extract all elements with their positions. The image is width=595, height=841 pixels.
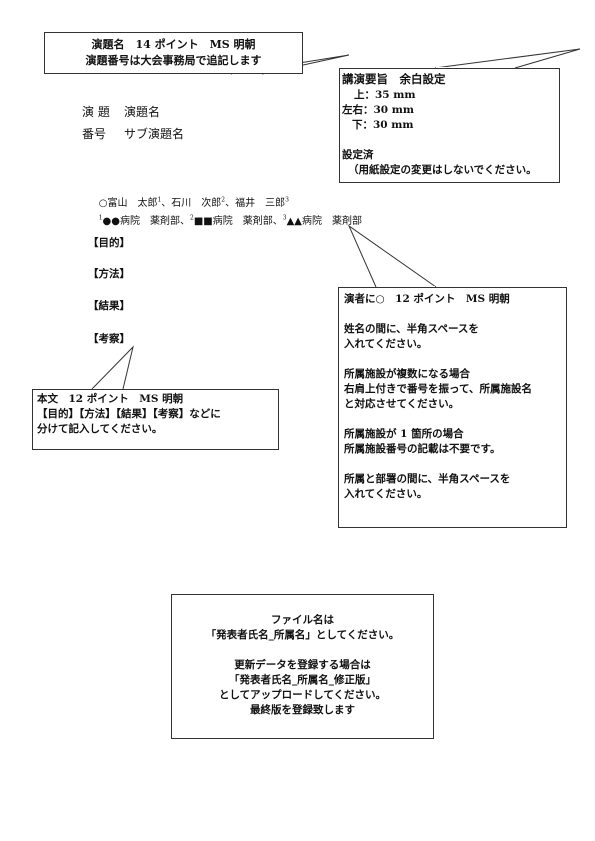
spacer [344,457,566,472]
author-sep: 、 [225,198,236,209]
callout-line: 入れてください。 [344,488,428,500]
callout-line: 入れてください。 [344,338,428,350]
callout-line: ファイル名は [271,614,334,626]
author-callout: 演者に○ 12 ポイント MS 明朝 姓名の間に、半角スペースを 入れてください… [338,287,567,528]
title-label: 演 題 [82,105,110,119]
author-sup: 2 [221,196,226,204]
author-callout-tail [347,224,437,288]
callout-line: 所属施設が複数になる場合 [344,368,470,380]
body-callout: 本文 12 ポイント MS 明朝 【目的】【方法】【結果】【考察】などに 分けて… [32,389,279,450]
callout-line: 「発表者氏名_所属名_修正版」 [229,674,376,686]
callout-line: 更新データを登録する場合は [234,659,371,671]
affiliation-sep: 、 [272,216,283,227]
affiliation-sup: 2 [190,214,194,222]
spacer [172,643,433,658]
callout-line: 演題番号は大会事務局で追記します [85,54,262,67]
callout-line: と対応させてください。 [344,398,460,410]
author-sup: 1 [157,196,162,204]
section-heading-purpose: 【目的】 [88,237,130,249]
callout-line: 右肩上付きで番号を振って、所属施設名 [344,383,532,395]
callout-line: としてアップロードしてください。 [218,689,387,701]
section-heading-discussion: 【考察】 [88,333,130,345]
affiliation-name: ●●病院 薬剤部 [102,216,180,227]
margin-done: 設定済 [342,149,374,161]
callout-line: 所属施設番号の記載は不要です。 [344,443,501,455]
affiliation-sup: 1 [98,214,103,222]
author-name: 福井 三郎 [235,198,286,209]
callout-line: 所属と部署の間に、半角スペースを [344,473,511,485]
affiliation-name: ▲▲病院 薬剤部 [286,216,362,227]
margin-heading: 講演要旨 余白設定 [342,72,446,86]
section-heading-method: 【方法】 [88,268,130,280]
subtitle-value: サブ演題名 [124,127,185,141]
spacer [344,352,566,367]
margin-callout-tail [434,48,581,69]
callout-line: 演題名 14 ポイント MS 明朝 [91,38,256,51]
callout-line: 所属施設が 1 箇所の場合 [344,428,464,440]
margin-bottom: 下：30 mm [352,119,414,131]
author-list: ○富山 太郎1、石川 次郎2、福井 三郎3 [86,183,289,220]
callout-line: 演者に○ 12 ポイント MS 明朝 [344,293,510,305]
body-callout-tail [91,345,134,390]
callout-line: 姓名の間に、半角スペースを [344,323,479,335]
title-callout: 演題名 14 ポイント MS 明朝 演題番号は大会事務局で追記します [44,32,303,74]
author-sup: 3 [285,196,289,204]
margin-callout: 講演要旨 余白設定 上：35 mm 左右：30 mm 下：30 mm 設定済 （… [339,68,560,183]
number-label: 番号 [82,127,107,141]
margin-note: （用紙設定の変更はしないでください。 [348,164,537,176]
callout-line: 分けて記入してください。 [37,423,163,435]
spacer [344,412,566,427]
callout-line: 【目的】【方法】【結果】【考察】などに [37,408,221,420]
callout-line: 本文 12 ポイント MS 明朝 [37,393,184,405]
affiliation-sep: 、 [180,216,190,227]
affiliation-sup: 3 [282,214,287,222]
spacer [344,307,566,322]
margin-top: 上：35 mm [354,89,416,101]
margin-sides: 左右：30 mm [342,104,414,116]
author-name: 石川 次郎 [171,198,222,209]
author-name: 富山 太郎 [107,198,158,209]
title-value: 演題名 [124,105,161,119]
author-sep: 、 [161,198,172,209]
author-mark: ○ [98,198,108,209]
affiliation-name: ■■病院 薬剤部 [193,216,273,227]
callout-line: 「発表者氏名_所属名」としてください。 [205,629,400,641]
callout-line: 最終版を登録致します [250,704,355,716]
affiliation-list: 1●●病院 薬剤部、2■■病院 薬剤部、3▲▲病院 薬剤部 [86,201,362,238]
spacer [342,133,559,148]
section-heading-result: 【結果】 [88,300,130,312]
filename-callout: ファイル名は 「発表者氏名_所属名」としてください。 更新データを登録する場合は… [171,594,434,739]
